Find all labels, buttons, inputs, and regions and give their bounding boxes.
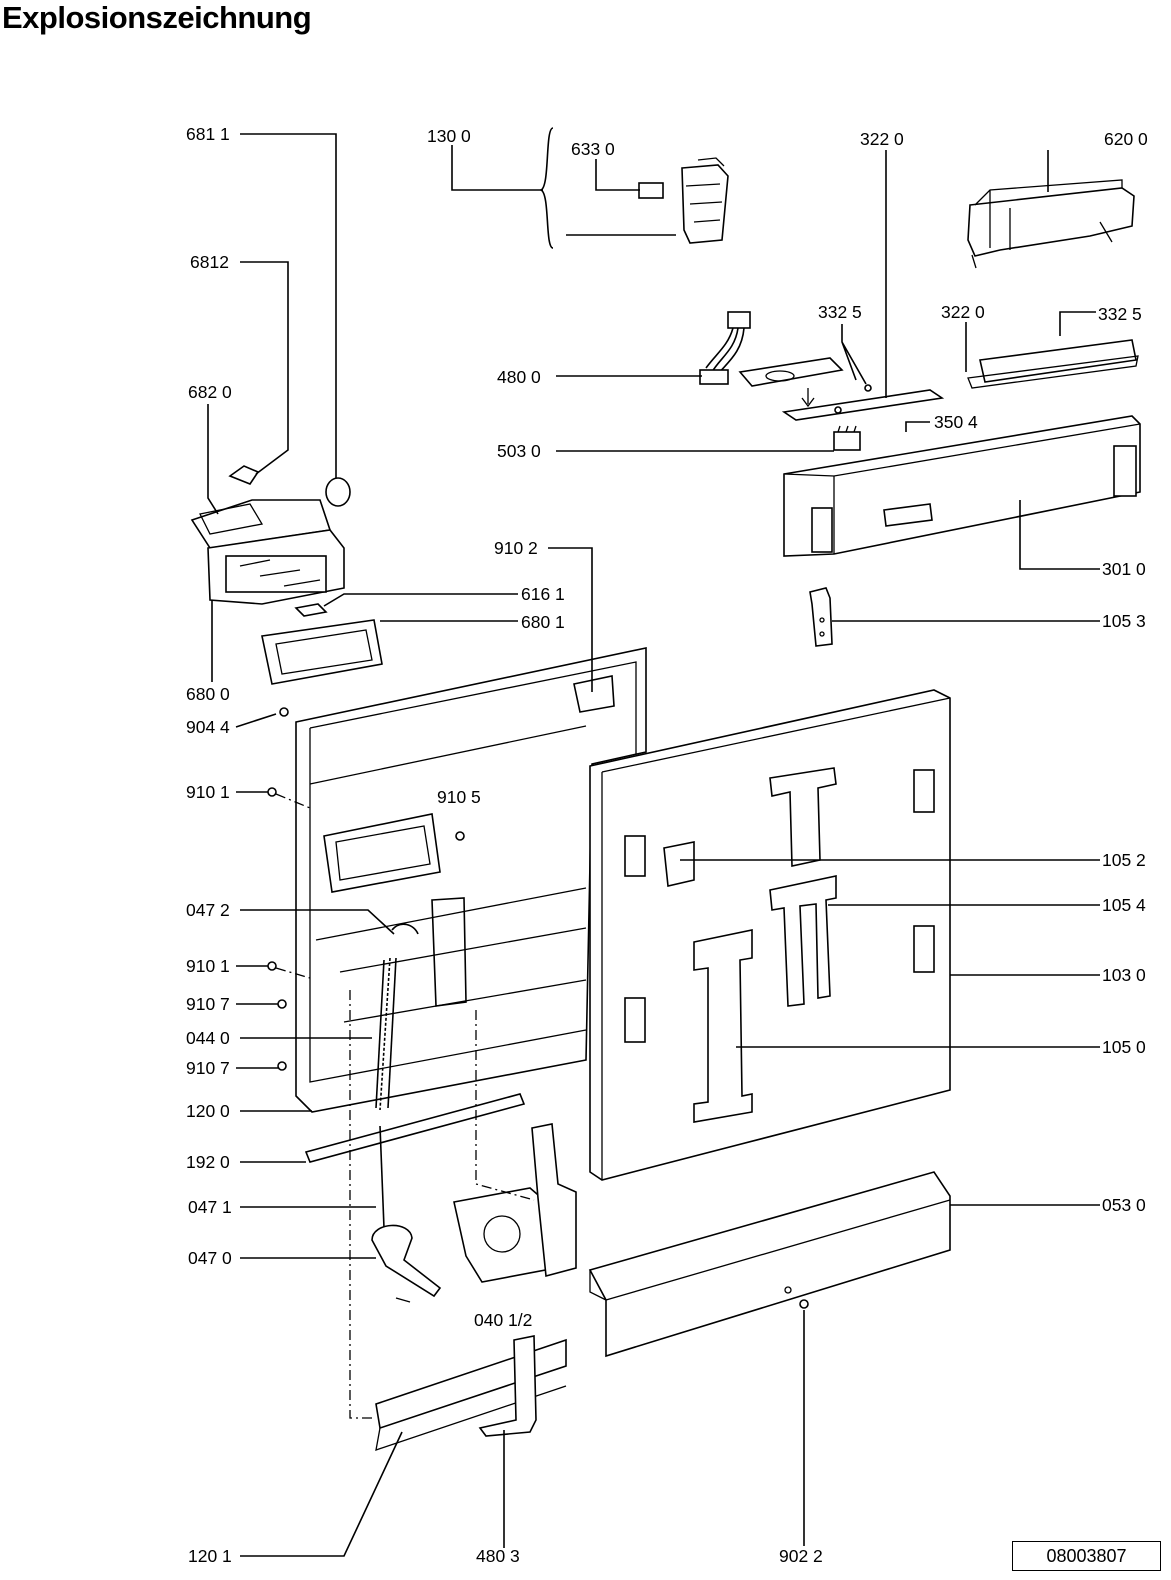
label-681-1: 681 1 xyxy=(186,124,230,144)
part-hook xyxy=(371,1125,442,1303)
label-902-2: 902 2 xyxy=(779,1546,823,1566)
label-053-0: 053 0 xyxy=(1102,1195,1146,1215)
label-620-0: 620 0 xyxy=(1104,129,1148,149)
label-904-4: 904 4 xyxy=(186,717,230,737)
label-130-0: 130 0 xyxy=(427,126,471,146)
label-910-7-bottom: 910 7 xyxy=(186,1058,230,1078)
part-wire-harness xyxy=(699,311,751,385)
part-foot-bracket xyxy=(478,1335,537,1437)
part-small-switch xyxy=(833,425,861,451)
label-105-4: 105 4 xyxy=(1102,895,1146,915)
label-332-5-right: 332 5 xyxy=(1098,304,1142,324)
page-title: Explosionszeichnung xyxy=(2,0,312,35)
label-633-0: 633 0 xyxy=(571,139,615,159)
label-105-0: 105 0 xyxy=(1102,1037,1146,1057)
label-910-1-top: 910 1 xyxy=(186,782,230,802)
part-labels: 681 1 130 0 633 0 322 0 620 0 6812 332 5… xyxy=(186,124,1148,1566)
part-side-bracket xyxy=(967,339,1139,389)
leader-lines xyxy=(207,127,1100,1557)
part-hinge-bracket-top xyxy=(809,587,833,647)
part-switch-assembly xyxy=(638,157,729,244)
part-control-panel-housing xyxy=(783,415,1141,557)
label-332-5-left: 332 5 xyxy=(818,302,862,322)
document-number: 08003807 xyxy=(1046,1546,1127,1566)
label-503-0: 503 0 xyxy=(497,441,541,461)
label-047-1: 047 1 xyxy=(188,1197,232,1217)
part-spring xyxy=(375,923,419,1111)
label-301-0: 301 0 xyxy=(1102,559,1146,579)
part-inner-door xyxy=(295,647,647,1113)
label-120-1: 120 1 xyxy=(188,1546,232,1566)
label-047-0: 047 0 xyxy=(188,1248,232,1268)
label-910-2: 910 2 xyxy=(494,538,538,558)
part-bottom-strip xyxy=(588,1171,951,1358)
part-gasket-frame xyxy=(261,619,383,685)
part-rail xyxy=(304,1093,526,1163)
part-panel-strip xyxy=(781,389,945,421)
label-103-0: 103 0 xyxy=(1102,965,1146,985)
label-047-2: 047 2 xyxy=(186,900,230,920)
label-682-0: 682 0 xyxy=(188,382,232,402)
part-outer-door xyxy=(589,689,951,1181)
label-322-0-right: 322 0 xyxy=(941,302,985,322)
part-hinge xyxy=(453,1123,577,1283)
part-bottom-trim xyxy=(375,1338,567,1451)
label-616-1: 616 1 xyxy=(521,584,565,604)
document-number-box: 08003807 xyxy=(1012,1541,1161,1571)
label-910-5: 910 5 xyxy=(437,787,481,807)
label-910-7-top: 910 7 xyxy=(186,994,230,1014)
label-910-1-mid: 910 1 xyxy=(186,956,230,976)
part-small-clip xyxy=(294,603,328,617)
part-dispenser xyxy=(190,465,345,605)
label-192-0: 192 0 xyxy=(186,1152,230,1172)
label-322-0-top: 322 0 xyxy=(860,129,904,149)
part-brand-label xyxy=(738,357,844,408)
label-040-1-2: 040 1/2 xyxy=(474,1310,532,1330)
label-120-0: 120 0 xyxy=(186,1101,230,1121)
label-680-0: 680 0 xyxy=(186,684,230,704)
label-105-2: 105 2 xyxy=(1102,850,1146,870)
label-480-3: 480 3 xyxy=(476,1546,520,1566)
label-680-1: 680 1 xyxy=(521,612,565,632)
label-105-3: 105 3 xyxy=(1102,611,1146,631)
label-350-4: 350 4 xyxy=(934,412,978,432)
label-480-0: 480 0 xyxy=(497,367,541,387)
part-control-module xyxy=(967,179,1135,269)
assembly-lines xyxy=(275,793,535,1419)
part-round-cap xyxy=(325,477,351,507)
label-044-0: 044 0 xyxy=(186,1028,230,1048)
label-6812: 6812 xyxy=(190,252,229,272)
